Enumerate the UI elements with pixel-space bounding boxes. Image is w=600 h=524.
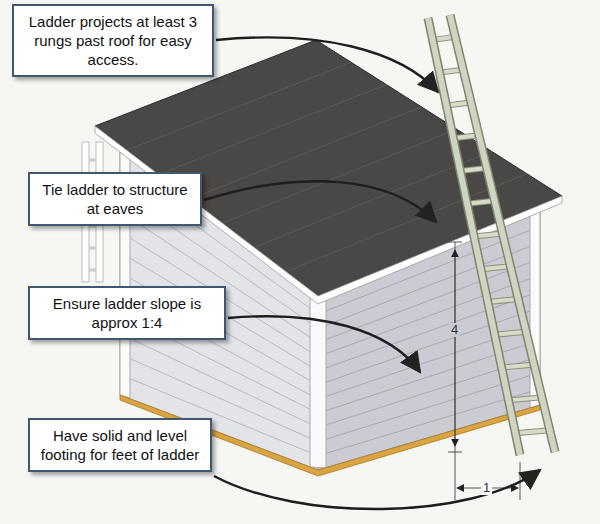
callout-box: Tie ladder to structure at eaves xyxy=(28,172,202,226)
callout-text: Tie ladder to structure at eaves xyxy=(38,180,192,218)
callout-text: Ladder projects at least 3 rungs past ro… xyxy=(22,12,204,69)
dimension-label: 1 xyxy=(481,481,492,495)
callout-box: Ladder projects at least 3 rungs past ro… xyxy=(12,4,214,77)
callout-box: Ensure ladder slope is approx 1:4 xyxy=(28,286,226,340)
leader-arrows xyxy=(204,37,540,509)
callout-text: Have solid and level footing for feet of… xyxy=(38,426,202,464)
callout-text: Ensure ladder slope is approx 1:4 xyxy=(38,294,216,332)
roof xyxy=(95,40,562,296)
ladder xyxy=(428,15,555,455)
dimension-label: 4 xyxy=(449,323,460,337)
callout-box: Have solid and level footing for feet of… xyxy=(28,418,212,472)
